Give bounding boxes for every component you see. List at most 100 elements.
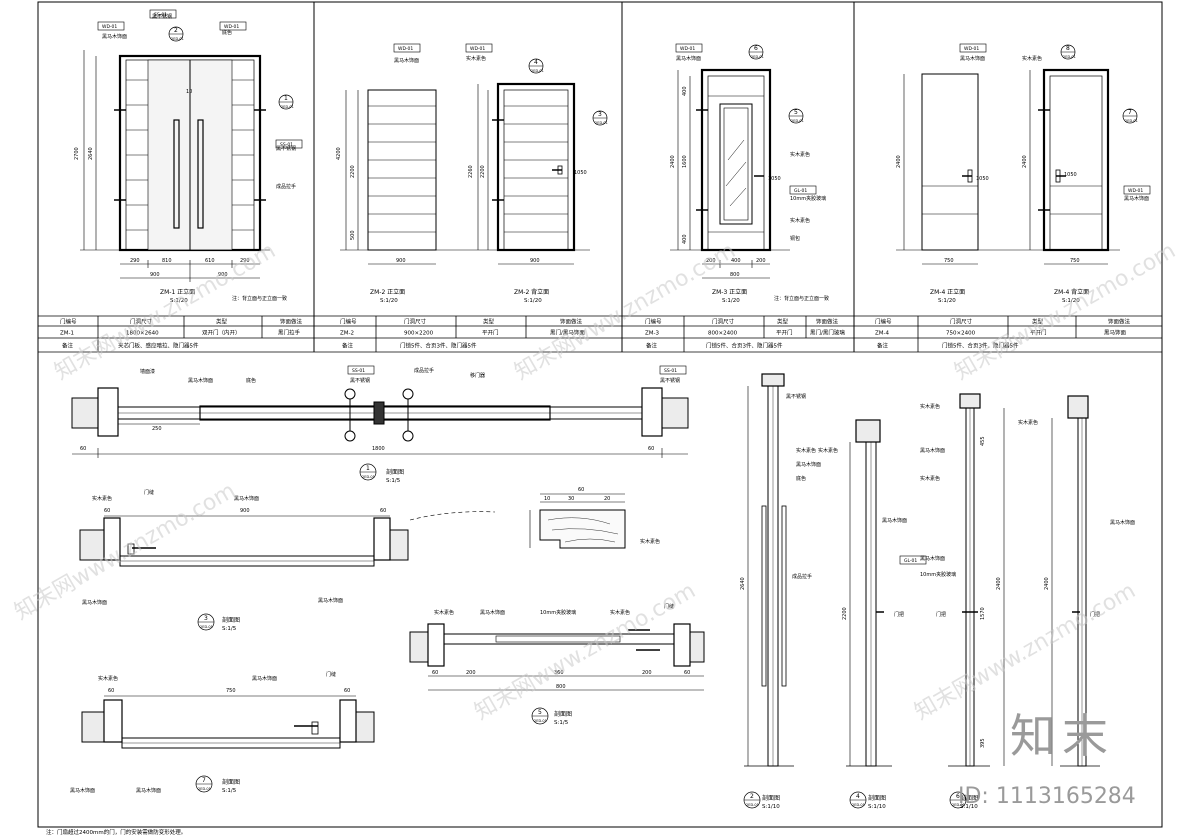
s1-scale: S:1/5 [386,478,401,484]
svg-text:4: 4 [856,793,860,800]
profile-detail-text: 60 10 30 20 实木素色 [544,487,660,545]
tag-gl-2: GL-01 [899,555,927,565]
s5-dim-f: 800 [556,684,566,690]
zm4-text: 2400 2400 750 750 1050 1050 黑马木饰面 实木素色 黑… [896,55,1149,304]
zm2-dim-h2: 2200 [350,165,356,178]
zm1-label-d: 黑不锈钢 [276,145,296,152]
zm1-label-a: 黑马木饰面 [102,33,127,40]
svg-text:4: 4 [534,59,538,66]
watermark-3: 知末网www.znzmo.com [951,238,1180,385]
brand-logo: 知末 [1010,709,1114,763]
v2-label-b: 实木素色 [796,447,816,454]
zm2-title-b: ZM-2 背立面 [514,288,549,296]
row4-note: 门锁5件、合页3件、隐门器5件 [942,342,1019,350]
svg-text:7: 7 [1128,109,1132,116]
row4-size: 750×2400 [946,331,976,337]
s1-dim-c: 60 [648,446,654,452]
zm3-note: 注：背立面与正立面一致 [774,295,829,302]
zm3-dim-h2: 1600 [682,155,688,168]
zm4-dim-handle: 1050 [976,176,989,182]
v4-label-c: 门把 [894,611,904,618]
svg-text:7: 7 [202,777,206,784]
s7-label-a: 实木素色 [98,675,118,682]
zm1-elevation [80,50,270,282]
s5-label-d: 实木素色 [610,609,630,616]
row3-finish: 黑门/黑门玻璃 [810,329,845,337]
zm3-title: ZM-3 正立面 [712,288,747,296]
zm3-elevation [670,68,790,279]
s5-label-e: 门缝 [664,603,674,610]
svg-text:GL-01: GL-01 [794,188,807,194]
row2-size: 900×2200 [404,331,434,337]
v2-title: 剖面图 [762,794,780,802]
v8-label-c: 门把 [1090,611,1100,618]
svg-text:2ED-01: 2ED-01 [595,121,608,125]
svg-text:2: 2 [174,27,178,34]
zm1-dim-wt: 900 [150,272,160,278]
s5-dim-c: 360 [554,670,564,676]
zm1-dim-w1: 290 [130,258,140,264]
marker-8: 8 2ED-01 [1060,44,1076,60]
zm4-scale: S:1/20 [938,298,956,304]
svg-text:SS-01: SS-01 [154,12,167,18]
s5-dim-d: 200 [642,670,652,676]
zm3-dim-h3: 400 [682,234,688,244]
door-schedule-table [38,315,1162,353]
s3-label-b: 门缝 [144,489,154,496]
svg-text:2ED-01: 2ED-01 [791,119,804,123]
zm2-label-a: 黑马木饰面 [394,57,419,64]
zm4-label-b: 实木素色 [1022,55,1042,62]
v6-label-d: 黑马木饰面 [920,555,945,562]
th-type-2: 类型 [483,318,495,326]
row3-size: 800×2400 [708,331,738,337]
row3-id: ZM-3 [645,331,659,337]
svg-text:5: 5 [794,109,798,116]
v2-label-c: 黑马木饰面 [796,461,821,468]
th-finish-1: 饰面做法 [280,318,303,326]
zm4-dim-h2: 2400 [1022,155,1028,168]
watermark-4: 知末网www.znzmo.com [11,478,240,625]
zm1-label-c: 底色 [222,29,232,36]
v6-scale: S:1/10 [960,804,978,810]
svg-text:2ED-01: 2ED-01 [534,719,547,723]
marker-s1: 1 2ED-01 [359,463,377,481]
v4-dim-h: 2200 [842,607,848,620]
section-5-text: 60 200 360 200 60 800 实木素色 黑马木饰面 10mm夹胶玻… [432,603,690,726]
zm2-dim-handle: 1050 [574,170,587,176]
detail-dim-b: 10 [544,496,550,502]
s5-title: 剖面图 [554,710,572,718]
s1-label-c: 底色 [246,377,256,384]
s7-label-b: 黑马木饰面 [252,675,277,682]
zm2-dim-h4: 2260 [468,165,474,178]
zm3-text: 400 1600 400 2400 200 400 200 800 1050 黑… [670,55,829,304]
zm4-elevation [896,68,1120,265]
marker-5: 5 2ED-01 [788,108,804,124]
svg-text:2ED-01: 2ED-01 [751,55,764,59]
v8-dim-h: 2400 [1044,577,1050,590]
v6-label-b: 黑马木饰面 [920,447,945,454]
v6-dim-b: 1570 [980,607,986,620]
zm3-dim-h1: 400 [682,86,688,96]
row2-finish: 黑门/黑马饰面 [550,329,585,337]
s5-dim-b: 200 [466,670,476,676]
zm2-dim-h3: 500 [350,230,356,240]
zm3-label-d: 实木素色 [790,217,810,224]
s7-dim-c: 60 [344,688,350,694]
svg-text:WD-01: WD-01 [224,24,239,30]
s1-label-b: 黑马木饰面 [188,377,213,384]
s7-dim-b: 750 [226,688,236,694]
svg-text:WD-01: WD-01 [470,46,485,52]
svg-text:SS-01: SS-01 [664,368,677,374]
marker-6: 6 2ED-01 [748,44,764,60]
v2-scale: S:1/10 [762,804,780,810]
s1-label-e: 成品拉手 [414,367,434,374]
th-finish-4: 饰面做法 [1108,318,1131,326]
section-5 [409,623,705,691]
tag-ss-4: SS-01 [659,365,687,375]
v6-label-f: 门把 [936,611,946,618]
s7-label-c: 门缝 [326,671,336,678]
zm4-dim-w1: 750 [944,258,954,264]
section-3 [79,511,496,567]
section-1-text: 60 1800 60 250 墙面漆 黑马木饰面 底色 黑不锈钢 成品拉手 移门… [80,367,680,484]
s7-dim-a: 60 [108,688,114,694]
